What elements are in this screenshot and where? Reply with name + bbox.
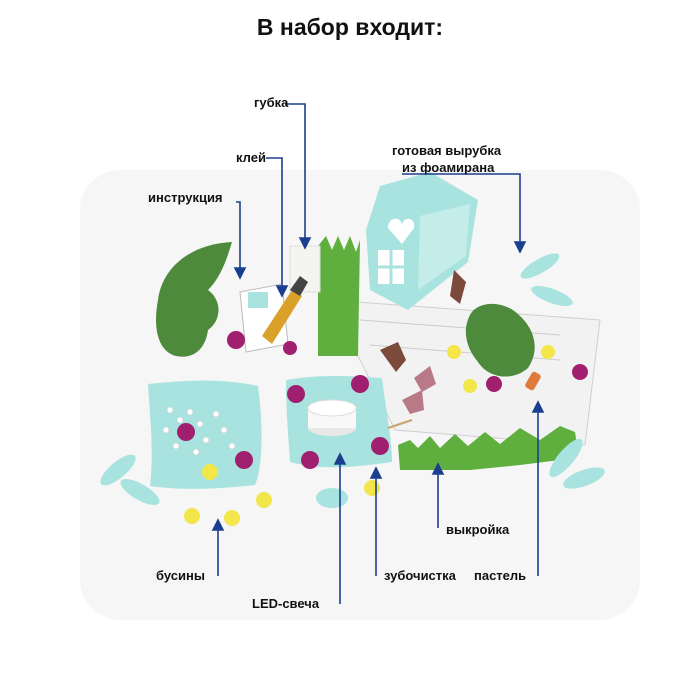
mint-foam-house [366, 172, 478, 310]
green-leaf-cutout [156, 242, 535, 377]
label-led-candle: LED-свеча [252, 596, 320, 611]
label-beads: бусины [156, 568, 205, 583]
page-title: В набор входит: [256, 14, 444, 40]
label-pattern: выкройка [446, 522, 510, 537]
yellow-foam-flower [184, 345, 555, 526]
toothpick [387, 419, 413, 429]
pastel-stick [525, 371, 541, 391]
label-foam-cutout-line1: готовая вырубка [392, 143, 502, 158]
led-candle [307, 399, 357, 436]
label-foam-cutout-line2: из фоамирана [402, 160, 495, 175]
label-pastel: пастель [474, 568, 527, 583]
brown-fairy-cutout [380, 270, 466, 372]
label-glue: клей [236, 150, 266, 165]
pink-butterfly-cutout [402, 366, 436, 414]
label-instructions: инструкция [148, 190, 223, 205]
grass-glitter-strip [318, 236, 578, 470]
magenta-glitter-flower [177, 331, 588, 469]
leader-lines [211, 103, 545, 604]
label-toothpick: зубочистка [384, 568, 456, 583]
label-sponge: губка [254, 95, 289, 110]
glue-tube [262, 276, 308, 344]
